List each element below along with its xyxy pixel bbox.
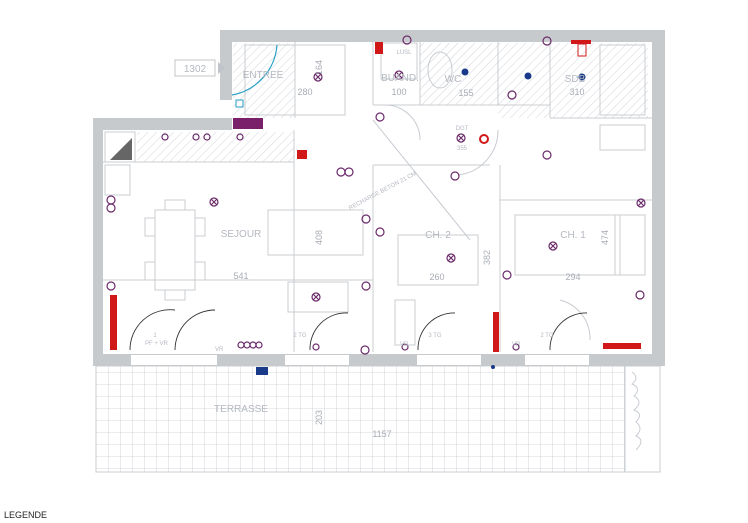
dimension-ch2-vertical: 382 (482, 250, 492, 265)
window-label-2: 2 TG (293, 333, 307, 339)
radiators (110, 40, 641, 352)
entry-door-swing (231, 44, 278, 96)
recharge-note: RECHARGE BETON 21 CM (348, 171, 418, 212)
legend-title: LEGENDE (4, 510, 48, 520)
ceiling-light-icon (636, 198, 646, 208)
dimension-ch1-vertical: 474 (600, 230, 610, 245)
terrace (95, 365, 661, 473)
ceiling-light-icon (311, 292, 321, 302)
window-door-swings (129, 309, 588, 351)
dimension-sdb: 310 (569, 87, 584, 97)
room-label-sdb: SDB (565, 74, 586, 85)
ceiling-light-icon (313, 72, 323, 82)
pf-vr-label: PF + VR (145, 341, 169, 347)
window-label-1: 1 (153, 333, 157, 339)
room-label-sejour: SEJOUR (221, 229, 262, 240)
window-label-3: 3 TG (428, 333, 442, 339)
electrical-symbols (106, 35, 646, 355)
dimension-sejour-vertical: 408 (314, 230, 324, 245)
dimension-entree: 280 (297, 87, 312, 97)
ceiling-light-icon (548, 241, 558, 251)
apartment-number-box (174, 59, 216, 77)
vr-label: VR (215, 347, 224, 353)
room-label-buanderie: BUAND. (381, 73, 419, 84)
dimension-wc: 155 (458, 88, 473, 98)
room-label-wc: WC (445, 74, 462, 85)
ceiling-light-icon (209, 197, 219, 207)
dimension-entree-vertical: 164 (314, 60, 324, 75)
vr-label: VR (512, 342, 521, 348)
walls (93, 30, 665, 366)
window-label-4: 2 TG (540, 333, 554, 339)
dimension-dgt: 355 (457, 146, 468, 152)
room-label-entree: ENTREE (243, 70, 284, 81)
partitions (103, 42, 652, 352)
room-label-dgt: DGT (456, 126, 469, 132)
ceiling-light-icon (394, 70, 404, 80)
furniture (104, 42, 646, 346)
dimension-terrasse: 1157 (372, 429, 391, 439)
arrow-icon (218, 62, 225, 74)
fire-detector-icon (479, 134, 489, 144)
dimension-ch1: 294 (565, 272, 580, 282)
intercom-icon (235, 99, 244, 108)
water-points (256, 68, 586, 375)
apartment-number: 1302 (184, 64, 207, 75)
hatched-areas (137, 43, 648, 162)
dimension-sejour: 541 (233, 271, 248, 281)
dimension-ch2: 260 (429, 272, 444, 282)
lusl-label: LUSL (396, 50, 412, 56)
dimension-terrasse-vertical: 203 (314, 410, 324, 425)
room-label-ch2: CH. 2 (425, 230, 451, 241)
electrical-panel (233, 118, 263, 129)
dimension-buanderie: 100 (391, 87, 406, 97)
room-label-terrasse: TERRASSE (214, 404, 268, 415)
ceiling-light-icon (456, 133, 466, 143)
vr-label: VR (400, 342, 409, 348)
ceiling-light-icon (446, 253, 456, 263)
room-label-ch1: CH. 1 (560, 230, 586, 241)
